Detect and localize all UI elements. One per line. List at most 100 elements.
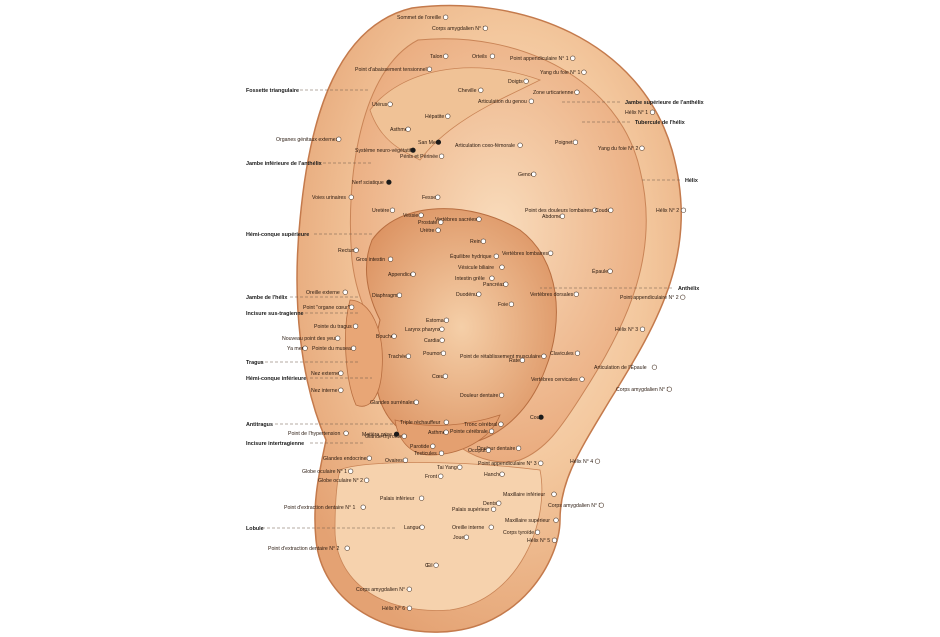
acupoint-label: Yang du foie N° 2	[598, 146, 638, 152]
acupoint-marker	[496, 500, 502, 506]
acupoint: Pointe du museau	[312, 345, 357, 352]
acupoint-label: Système neuro-végétatif	[355, 148, 412, 154]
acupoint-marker	[435, 139, 442, 145]
acupoint-marker	[443, 429, 449, 435]
anatomy-label-incisure-sus-tragienne: Incisure sus-tragienne	[246, 311, 304, 317]
acupoint-marker	[680, 294, 686, 300]
acupoint: Talon	[430, 53, 449, 60]
acupoint: Prostate	[418, 219, 444, 226]
acupoint-label: Pénis et Périnée	[400, 154, 438, 160]
acupoint-label: Tai Yang	[437, 465, 457, 471]
acupoint-marker	[387, 101, 393, 107]
acupoint: Douleur dentaire	[477, 445, 522, 452]
acupoint-label: Corps tyroïde	[503, 530, 534, 536]
acupoint-marker	[338, 370, 344, 376]
acupoint-marker	[572, 139, 579, 145]
acupoint-label: Palais inférieur	[380, 496, 415, 502]
acupoint-marker	[353, 247, 359, 253]
acupoint-label: Palais supérieur	[452, 507, 489, 513]
acupoint: Zone urticarienne	[533, 89, 580, 96]
acupoint-marker	[338, 387, 344, 393]
acupoint-label: Rein	[470, 239, 481, 245]
acupoint-label: Triple réchauffeur	[400, 420, 441, 426]
acupoint-marker	[419, 524, 425, 530]
lobule-shape	[334, 462, 543, 611]
acupoint-marker	[480, 238, 487, 244]
acupoint-label: Rectum	[338, 248, 356, 254]
acupoint-marker	[438, 450, 445, 456]
anatomy-label-jambe-helix: Jambe de l'hélix	[246, 295, 287, 301]
acupoint-marker	[482, 25, 488, 31]
acupoint-marker	[410, 271, 416, 277]
acupoint: Glandes surrénales	[370, 399, 419, 406]
acupoint-label: Corps amygdalien N° 1	[432, 26, 486, 32]
acupoint-label: Nerf sciatique	[352, 180, 384, 186]
acupoint-label: Foie	[498, 302, 508, 308]
acupoint-label: Estomac	[426, 318, 447, 324]
acupoint-label: Poumons	[423, 351, 445, 357]
anatomy-label-jambe-superieure-anthelix: Jambe supérieure de l'anthélix	[625, 100, 704, 106]
acupoint-label: Cardia	[424, 338, 439, 344]
acupoint-label: Sommet de l'oreille	[397, 15, 441, 21]
acupoint-marker	[435, 227, 441, 233]
acupoint-marker	[402, 457, 409, 463]
acupoint-label: Duodénum	[456, 292, 481, 298]
acupoint: Point appendiculaire N° 3	[478, 460, 544, 467]
acupoint: Front	[425, 473, 444, 480]
acupoint-marker	[491, 506, 497, 512]
acupoint-label: Front	[425, 474, 438, 480]
acupoint-marker	[405, 126, 411, 132]
acupoint-label: Pointe cérébrale	[450, 429, 488, 435]
acupoint: Nerf sciatique	[352, 179, 392, 186]
acupoint-marker	[489, 428, 495, 434]
antitragus-shape	[394, 414, 501, 456]
acupoint: Poumons	[423, 350, 447, 357]
acupoint: Cœur	[432, 373, 449, 380]
acupoint-label: Ya men	[287, 346, 305, 352]
acupoint-label: Douleur dentaire	[477, 446, 515, 452]
acupoint-marker	[389, 207, 396, 213]
acupoint: Maxillaire inférieur	[503, 491, 557, 498]
acupoint-label: Fesse	[422, 195, 436, 201]
acupoint: Hélix N° 1	[625, 109, 656, 116]
acupoint: Vertèbres cervicales	[531, 376, 585, 383]
acupoint: Palais supérieur	[452, 506, 497, 513]
acupoint-marker	[348, 468, 354, 474]
acupoint: Estomac	[426, 317, 450, 324]
acupoint-marker	[406, 586, 412, 592]
acupoint: Yang du foie N° 1	[540, 69, 587, 76]
acupoint-label: Articulation du genou	[478, 99, 527, 105]
acupoint: Corps amygdalien N° 4	[356, 586, 412, 593]
acupoint: Ya men	[287, 345, 308, 352]
acupoint-marker	[478, 87, 484, 93]
acupoint-marker	[360, 504, 366, 510]
acupoint-marker	[443, 317, 450, 323]
acupoint-marker	[508, 301, 515, 307]
acupoint-marker	[401, 433, 407, 439]
acupoint: Oreille interne	[452, 524, 494, 531]
acupoint: Vertèbres sacrées	[435, 216, 482, 223]
acupoint-marker	[457, 464, 463, 470]
acupoint: Asthme	[390, 126, 411, 133]
acupoint-marker	[541, 353, 547, 359]
acupoint-label: Vésicule biliaire	[458, 265, 494, 271]
acupoint-label: Clavicules	[550, 351, 574, 357]
acupoint-marker	[581, 69, 587, 75]
acupoint: Point d'abaissement tensionnel	[355, 66, 433, 73]
acupoint-marker	[485, 447, 492, 453]
acupoint-label: Pointe du museau	[312, 346, 354, 352]
acupoint-label: Cheville	[458, 88, 477, 94]
acupoint-label: Point des douleurs lombaires	[525, 208, 592, 214]
acupoint-label: Point "organe cœur"	[303, 305, 350, 311]
acupoint: Pénis et Périnée	[400, 153, 445, 160]
acupoint-label: Nez externe	[311, 371, 339, 377]
acupoint: Larynx pharynx	[405, 326, 445, 333]
acupoint-marker	[680, 207, 687, 213]
acupoint-marker	[598, 502, 604, 508]
acupoint-label: Équilibre hydrique	[450, 253, 492, 260]
leader-lines	[260, 89, 680, 529]
acupoint-label: Point d'extraction dentaire N° 2	[268, 546, 340, 552]
